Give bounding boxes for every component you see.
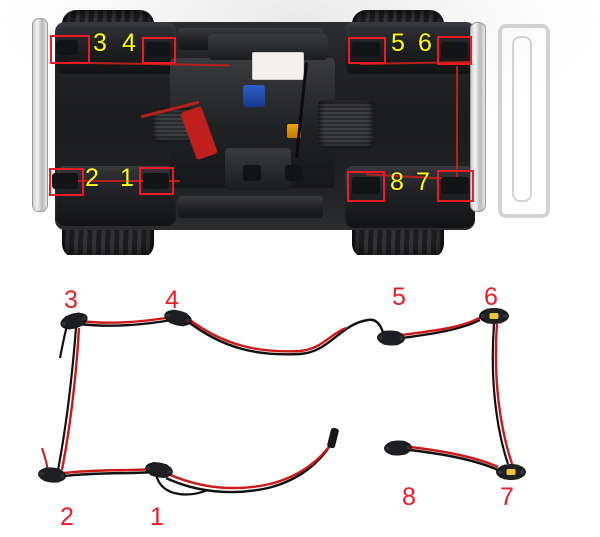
wire-8-to-7 — [409, 445, 499, 472]
light-pod-6 — [441, 42, 467, 58]
connector-1[interactable] — [143, 460, 175, 480]
annotation-box-5 — [348, 37, 386, 64]
annotation-number-7: 7 — [416, 168, 430, 196]
connector-8[interactable] — [383, 440, 413, 456]
wire-4-to-5 — [185, 316, 386, 356]
harness-number-7: 7 — [500, 483, 514, 511]
light-pod-7 — [441, 177, 469, 194]
annotation-number-8: 8 — [390, 168, 404, 196]
photo-wire-rear-vertical — [456, 66, 458, 178]
light-pod-4 — [146, 42, 170, 57]
rear-bumper — [470, 22, 486, 212]
annotation-box-7 — [437, 170, 474, 202]
harness-number-4: 4 — [165, 286, 179, 314]
electric-motor — [318, 100, 374, 148]
servo-horn-a — [243, 165, 261, 181]
annotation-number-2: 2 — [85, 164, 99, 192]
harness-number-3: 3 — [64, 286, 78, 314]
light-pod-3 — [56, 40, 78, 55]
wire-3-to-2 — [56, 327, 81, 471]
harness-number-1: 1 — [150, 503, 164, 531]
annotation-box-6 — [437, 36, 472, 65]
pigtail-1 — [154, 473, 209, 496]
connector-5[interactable] — [376, 330, 406, 346]
harness-number-8: 8 — [402, 483, 416, 511]
wire-3-to-4 — [79, 315, 173, 327]
harness-number-5: 5 — [392, 283, 406, 311]
wire-6-to-7 — [491, 323, 514, 465]
harness-wiring-svg — [37, 307, 526, 496]
servo-horn-b — [285, 165, 303, 181]
main-power-plug[interactable] — [327, 427, 340, 449]
annotation-number-1: 1 — [120, 164, 134, 192]
light-pod-2 — [52, 173, 78, 189]
annotation-box-3 — [50, 35, 90, 64]
chassis-sticker — [252, 52, 304, 80]
photo-wire-lower-run — [70, 180, 180, 182]
steering-servo — [243, 85, 265, 107]
annotation-box-2 — [49, 168, 84, 196]
wire-5-to-6 — [401, 315, 482, 340]
front-bumper — [32, 18, 48, 212]
light-pod-5 — [352, 42, 380, 57]
led-wiring-harness-layout: 3 4 5 6 2 1 8 7 — [0, 258, 600, 537]
annotation-box-1 — [139, 167, 174, 195]
pigtail-2 — [41, 447, 49, 471]
light-pod-1 — [143, 173, 169, 189]
chassis-rail-right — [178, 196, 323, 218]
annotation-box-8 — [347, 171, 385, 202]
wire-2-to-1 — [63, 467, 153, 478]
rc-car-chassis-underside-photo: 3 4 5 6 2 1 8 7 — [0, 0, 600, 255]
annotation-number-3: 3 — [93, 29, 107, 57]
rear-roll-bar-inner — [512, 36, 532, 202]
wire-1-to-plug — [165, 440, 335, 494]
annotation-number-6: 6 — [418, 29, 432, 57]
harness-number-2: 2 — [60, 503, 74, 531]
rear-roll-bar — [498, 24, 550, 218]
annotation-number-4: 4 — [122, 29, 136, 57]
light-pod-8 — [352, 177, 380, 194]
annotation-number-5: 5 — [391, 29, 405, 57]
annotation-box-4 — [142, 37, 176, 64]
harness-number-6: 6 — [484, 283, 498, 311]
connector-7[interactable] — [496, 464, 526, 480]
